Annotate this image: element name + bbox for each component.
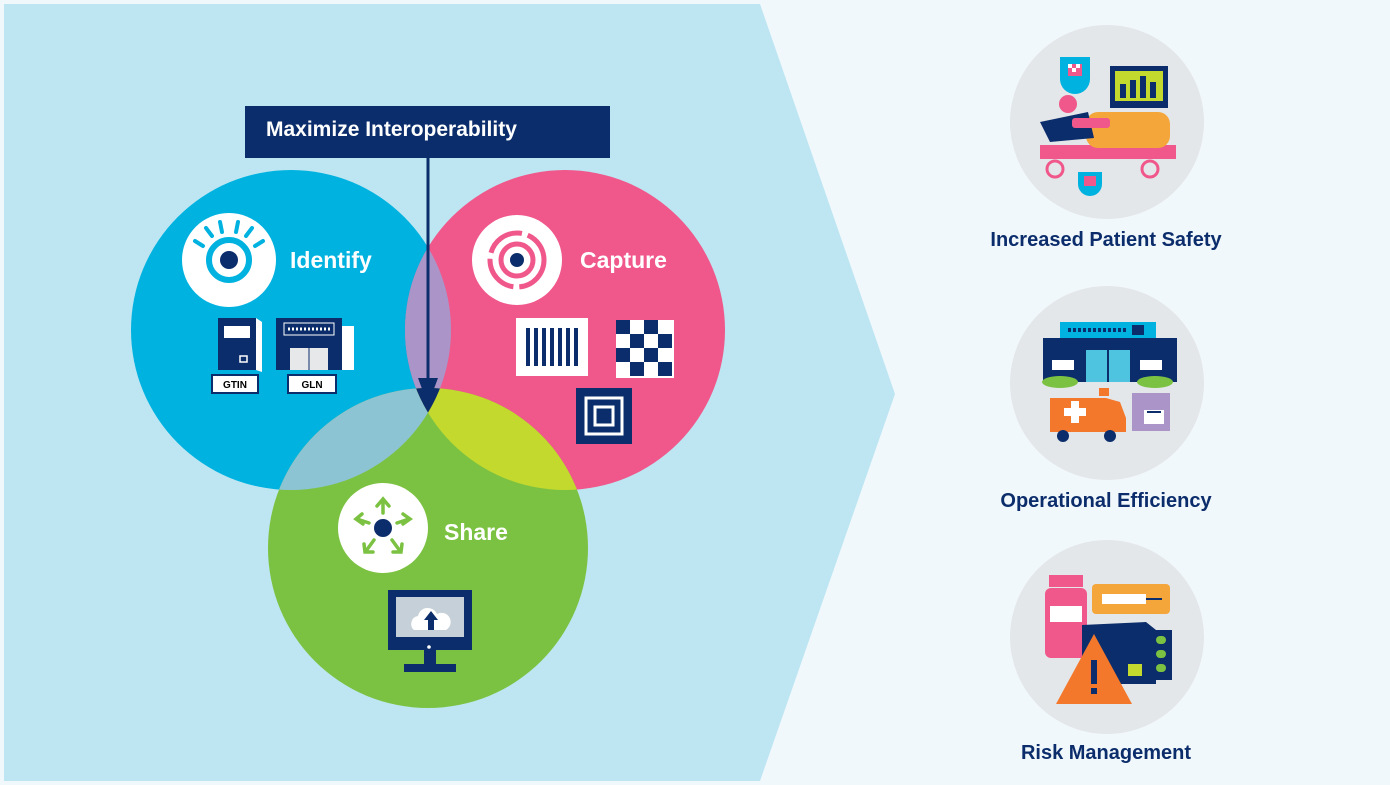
gln-tag: GLN: [301, 380, 322, 391]
banner-pointer-arrow: [418, 378, 438, 405]
rfid-tag-icon: [576, 388, 632, 444]
banner-box: [245, 106, 610, 158]
identify-label: Identify: [290, 247, 372, 273]
identify-share-overlap: [268, 388, 451, 490]
capture-share-overlap: [405, 388, 588, 490]
matrix-code-icon: [616, 320, 674, 378]
product-box-icon: GTIN: [211, 318, 262, 394]
outcome-label-operational-efficiency: Operational Efficiency: [1000, 490, 1212, 512]
barcode-icon: [516, 318, 588, 376]
target-icon: [472, 215, 562, 305]
outcome-label-risk-management: Risk Management: [1020, 742, 1192, 764]
share-label: Share: [444, 519, 508, 545]
eye-icon: [182, 213, 276, 307]
gtin-tag: GTIN: [223, 380, 247, 391]
banner-label: Maximize Interoperability: [266, 118, 517, 141]
monitor-cloud-icon: [388, 590, 472, 672]
patient-bed-icon: [1010, 25, 1204, 219]
outcome-label-patient-safety: Increased Patient Safety: [990, 229, 1222, 251]
capture-label: Capture: [580, 247, 667, 273]
building-icon: GLN: [276, 318, 354, 394]
medication-warning-icon: [1010, 540, 1204, 734]
share-network-icon: [338, 483, 428, 573]
hospital-ambulance-icon: [1010, 286, 1204, 480]
